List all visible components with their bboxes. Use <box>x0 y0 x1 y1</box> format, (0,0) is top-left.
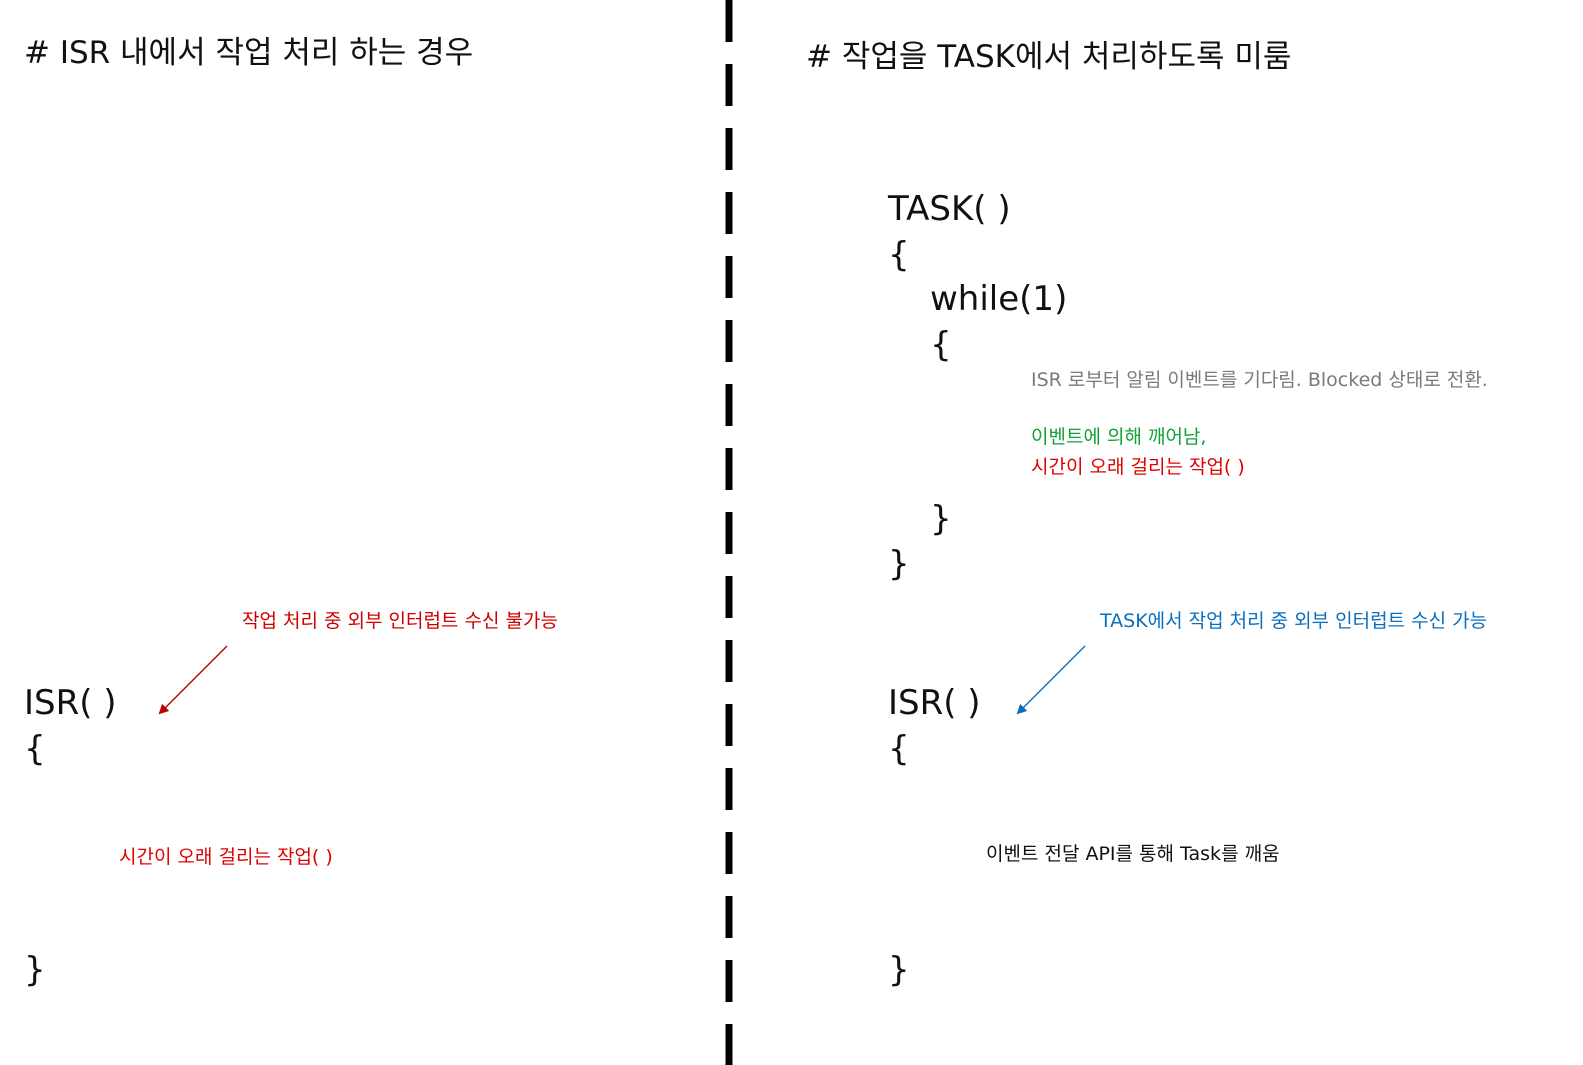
right-heading: # 작업을 TASK에서 처리하도록 미룸 <box>806 39 1292 75</box>
while-close-brace: } <box>930 499 952 539</box>
task-close-brace: } <box>888 544 910 584</box>
right-isr-body: 이벤트 전달 API를 통해 Task를 깨움 <box>986 843 1280 865</box>
wait-comment: ISR 로부터 알림 이벤트를 기다림. Blocked 상태로 전환. <box>1031 369 1488 391</box>
right-isr-close-brace: } <box>888 950 910 990</box>
left-isr-signature: ISR( ) <box>24 683 117 723</box>
left-annotation: 작업 처리 중 외부 인터럽트 수신 불가능 <box>242 610 558 632</box>
task-open-brace: { <box>888 235 910 275</box>
right-isr-open-brace: { <box>888 729 910 769</box>
left-isr-open-brace: { <box>24 729 46 769</box>
right-annotation-arrow <box>1016 645 1086 715</box>
left-work-call: 시간이 오래 걸리는 작업( ) <box>119 846 333 868</box>
left-heading: # ISR 내에서 작업 처리 하는 경우 <box>24 35 474 71</box>
right-isr-signature: ISR( ) <box>888 683 981 723</box>
while-line: while(1) <box>930 279 1068 319</box>
right-work-call: 시간이 오래 걸리는 작업( ) <box>1031 456 1245 478</box>
left-isr-close-brace: } <box>24 950 46 990</box>
left-annotation-arrow <box>158 645 228 715</box>
wake-comment: 이벤트에 의해 깨어남, <box>1031 426 1207 448</box>
right-annotation: TASK에서 작업 처리 중 외부 인터럽트 수신 가능 <box>1100 610 1488 632</box>
while-open-brace: { <box>930 325 952 365</box>
task-signature: TASK( ) <box>888 189 1011 229</box>
